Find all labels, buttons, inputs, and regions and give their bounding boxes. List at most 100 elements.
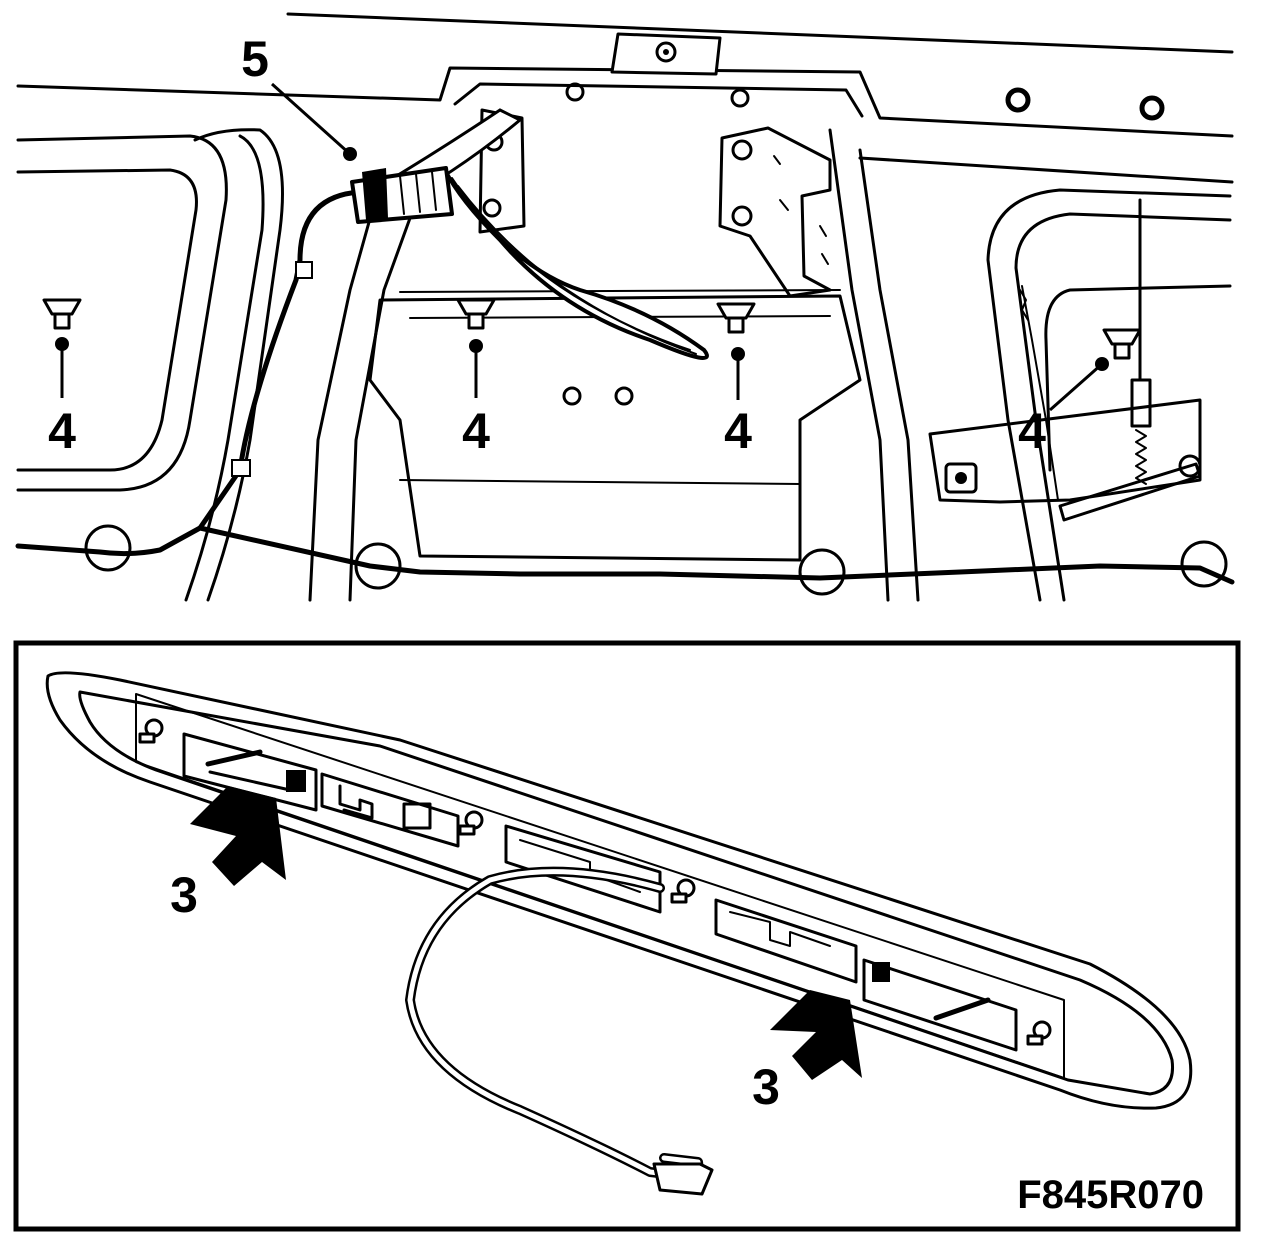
right-switch-detail (729, 911, 831, 947)
bracket-slot (779, 199, 789, 211)
leader-dot (55, 337, 69, 351)
leader-line (270, 82, 352, 156)
support-arm (1058, 462, 1202, 522)
inset-frame (13, 640, 1241, 1232)
screw-stud (458, 824, 476, 836)
connector-ridge (415, 173, 421, 213)
left-window-frame-inner (16, 168, 198, 472)
center-pillar-left-a (308, 188, 380, 602)
harness-wire (457, 185, 697, 355)
panel-ledge-line (858, 156, 1234, 184)
bracket-slot (819, 225, 827, 237)
cable-grommet (1180, 540, 1228, 588)
switch-button (402, 802, 432, 830)
right-window-frame-inner (1014, 212, 1232, 602)
callout-4-center-left: 4 (462, 403, 490, 459)
latch-bolt-center (663, 49, 669, 55)
center-pillar-right-a (828, 128, 890, 602)
callout-3-right: 3 (752, 1059, 780, 1115)
gas-strut-spring (1135, 429, 1147, 485)
release-cable (1021, 285, 1059, 501)
bracket-slot (821, 253, 829, 265)
leader-dot (469, 339, 483, 353)
leader-dot (1095, 357, 1109, 371)
callout-5: 5 (241, 31, 269, 87)
center-pocket-detail (519, 839, 641, 893)
left-pillar-inner (184, 134, 265, 602)
panel-hole (730, 88, 750, 108)
hinge-bolt (955, 472, 967, 484)
panel-upper-line (16, 66, 1234, 138)
center-plate-rib (399, 289, 841, 293)
screw-stud (138, 732, 156, 744)
harness-clip (231, 459, 251, 477)
mounting-clip (716, 302, 756, 334)
switch-detail (338, 784, 374, 820)
right-lamp-pocket (862, 958, 1018, 1052)
screw-stud (1026, 1034, 1044, 1046)
panel-grommet (1139, 95, 1165, 121)
bracket-slot (773, 155, 781, 165)
center-plate-step (399, 479, 801, 485)
mounting-clip (1102, 328, 1142, 360)
harness-loop (443, 169, 709, 360)
figure-code: F845R070 (1017, 1173, 1204, 1217)
callout-4-right: 4 (1018, 403, 1046, 459)
panel-inner-line (453, 82, 864, 118)
center-pocket (504, 824, 662, 914)
lamp-catch (872, 962, 890, 982)
light-bar-face (135, 693, 1065, 1079)
panel-hole (614, 386, 634, 406)
release-cable-chain (1019, 289, 1029, 321)
lower-wiring-cable (15, 525, 1235, 585)
switch-housing (320, 772, 460, 848)
leader-dot (731, 347, 745, 361)
gas-strut-body (1130, 378, 1152, 428)
right-window-frame-outer (986, 188, 1232, 602)
cable-grommet (798, 548, 846, 596)
panel-grommet (1005, 87, 1031, 113)
light-bar-outer (45, 671, 1193, 1110)
mounting-clip (42, 298, 82, 330)
lamp-catch (286, 770, 306, 792)
support-arm-pivot (1178, 454, 1202, 478)
left-lamp-slot (205, 749, 263, 767)
cable-grommet (84, 524, 132, 572)
center-bracket-right (718, 126, 832, 298)
right-lamp-slot (933, 997, 991, 1021)
cable-grommet (354, 542, 402, 590)
panel-hole (562, 386, 582, 406)
leader-line (1049, 362, 1103, 412)
right-window-inner-opening (1044, 284, 1232, 472)
center-pillar-left-b (348, 194, 420, 602)
left-pillar-outer (193, 128, 284, 602)
leader-dot (343, 147, 357, 161)
callout-4-left: 4 (48, 403, 76, 459)
panel-hole (482, 198, 502, 218)
panel-hole (731, 139, 753, 161)
connector-ridge (431, 171, 437, 211)
center-plate (368, 294, 862, 562)
center-pillar-right-b (858, 148, 920, 602)
hinge-bracket (928, 398, 1202, 504)
light-bar-inner (78, 690, 1175, 1096)
tailgate-inner-panel-view: 5 4 4 4 4 (15, 12, 1235, 602)
connector-ridge (399, 175, 405, 215)
harness-clip (295, 261, 313, 279)
connector-lock-tab (362, 168, 388, 220)
hinge-bolt-head (944, 462, 978, 494)
push-arrow-right (770, 990, 862, 1080)
panel-hole (565, 82, 585, 102)
callout-3-left: 3 (170, 867, 198, 923)
panel-hole (731, 205, 753, 227)
left-lamp-pocket (182, 732, 318, 812)
push-arrow-left (190, 786, 286, 886)
latch-bolt (655, 41, 677, 63)
panel-top-edge (286, 12, 1234, 54)
callout-4-center-right: 4 (724, 403, 752, 459)
pigtail-connector (652, 1162, 714, 1196)
pigtail-cable (407, 869, 703, 1181)
left-lamp-slot-edge (208, 770, 292, 792)
left-window-frame-outer (16, 134, 228, 492)
